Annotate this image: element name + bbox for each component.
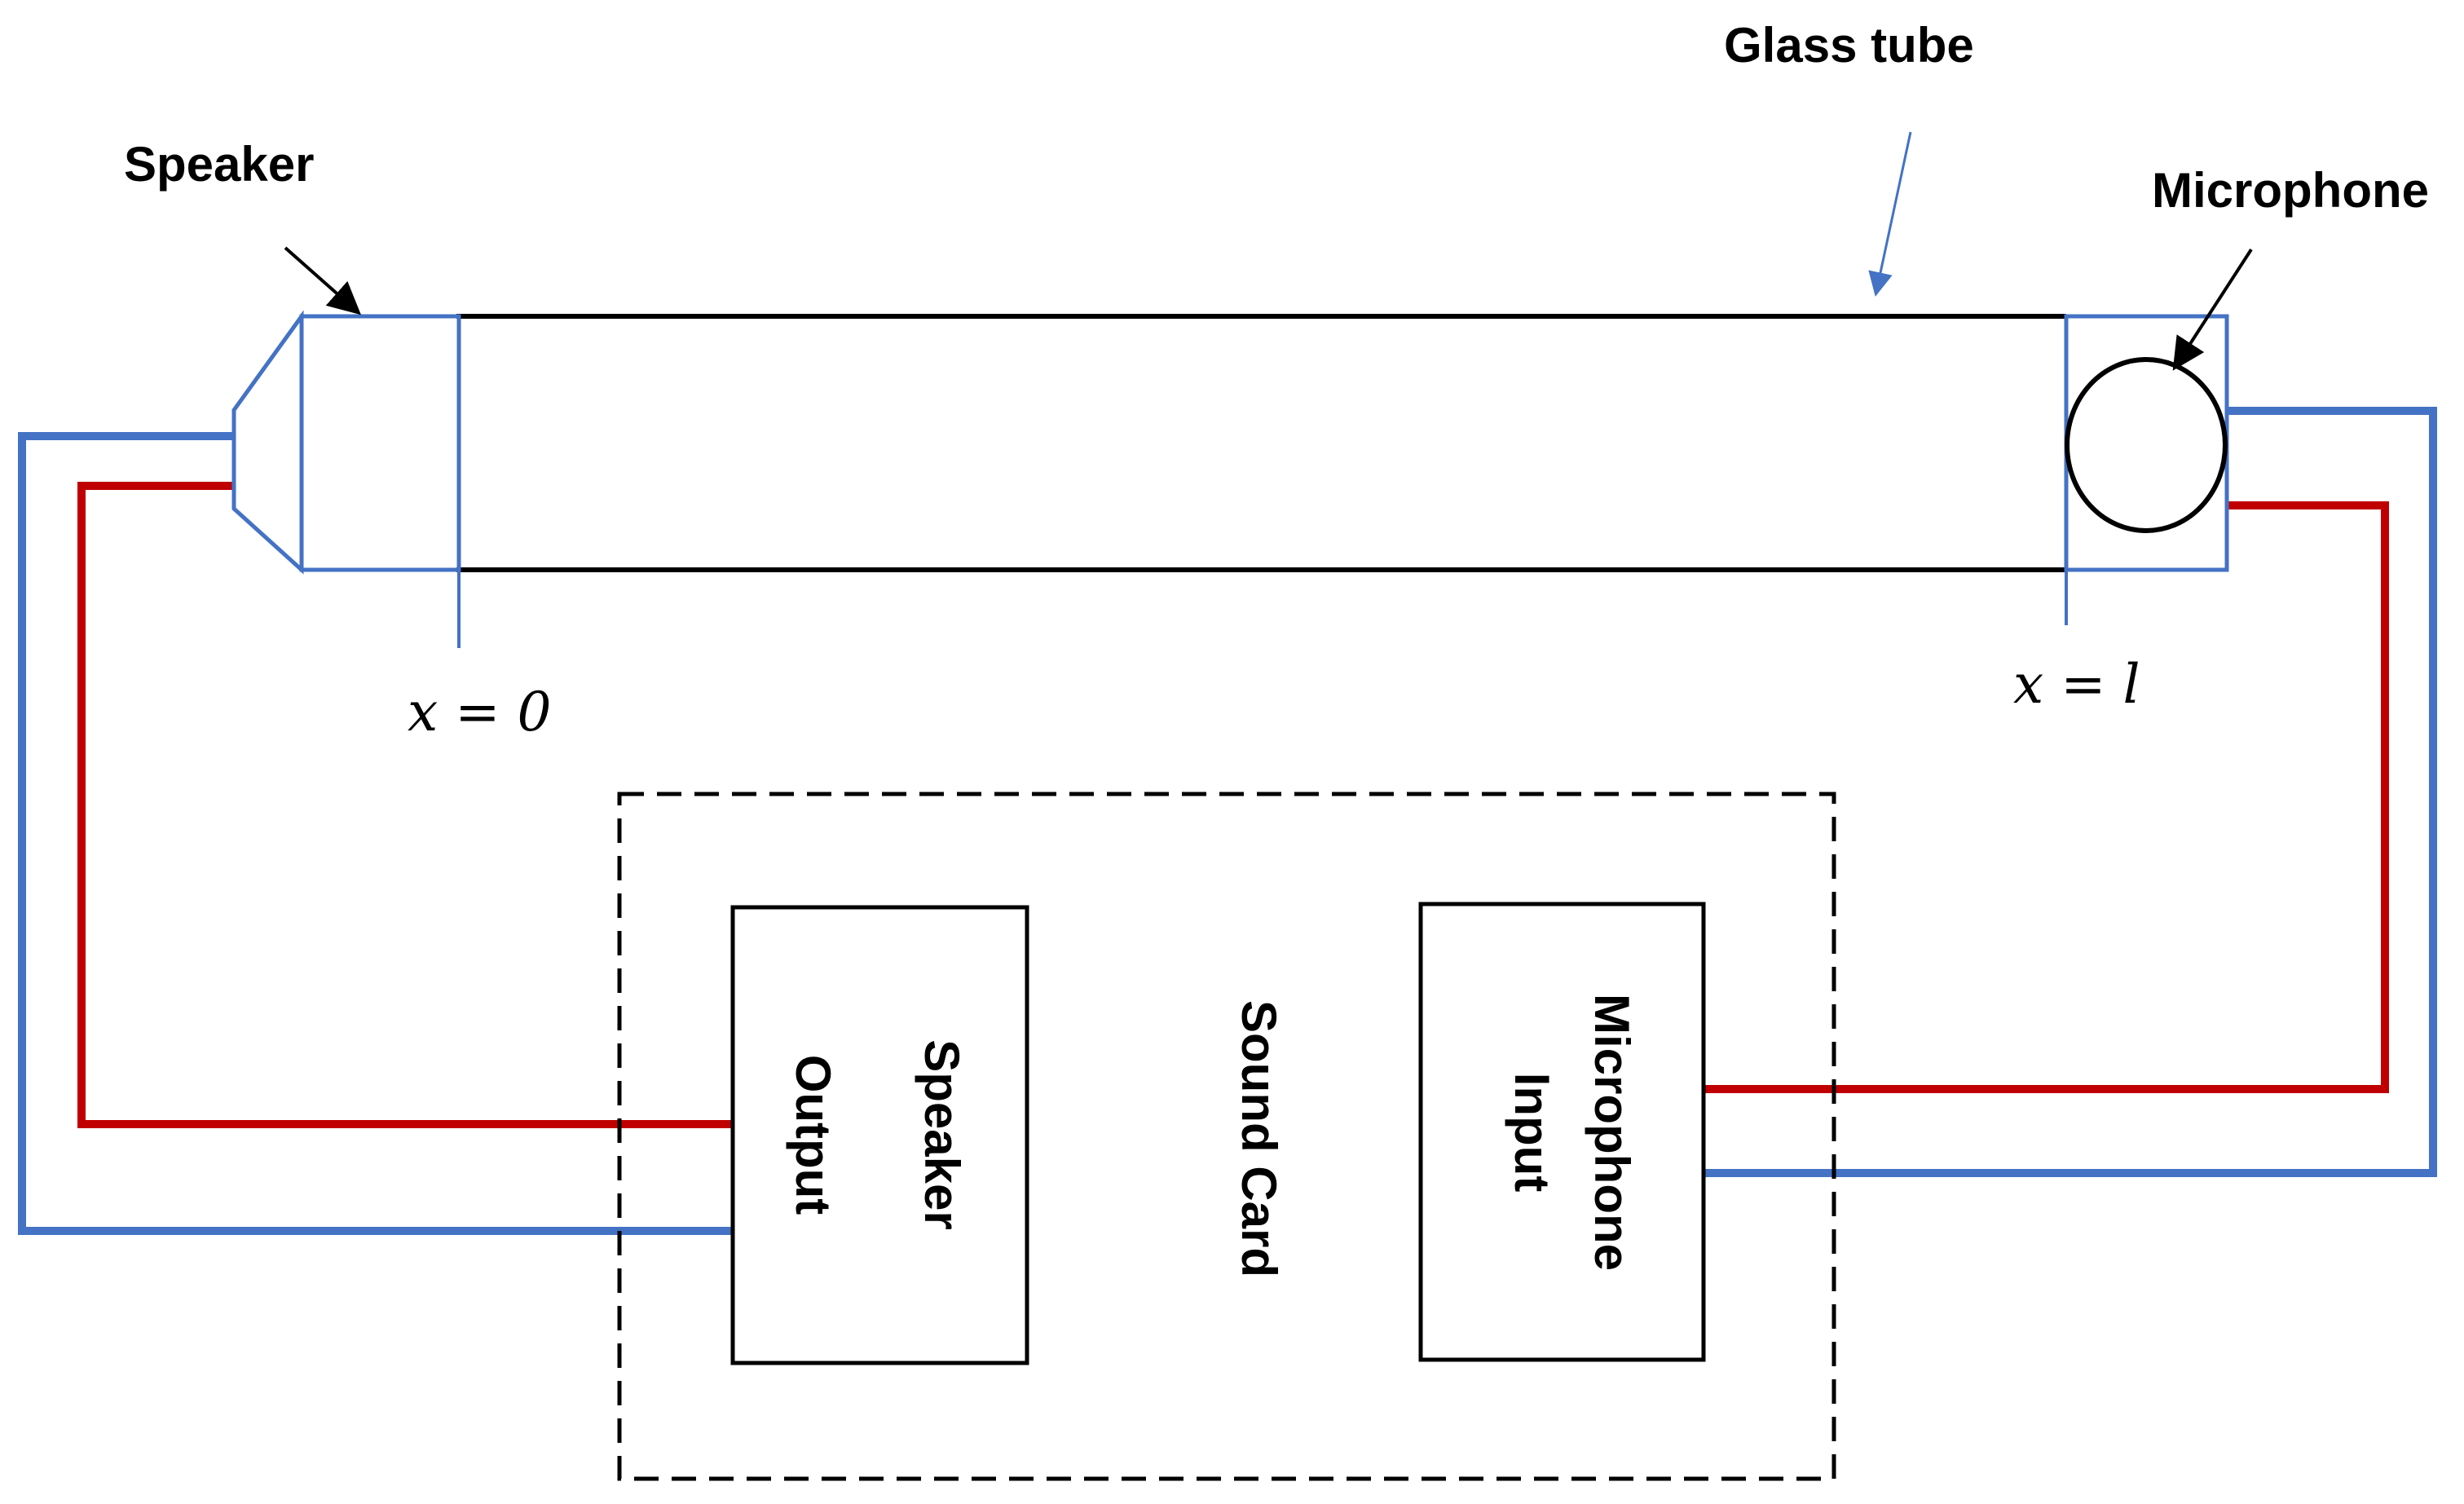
speaker-assembly <box>231 310 461 648</box>
microphone-assembly <box>2064 314 2229 625</box>
xl-label: x = l <box>2013 653 2140 716</box>
glass-tube-label: Glass tube <box>1724 18 1974 73</box>
speaker-housing <box>299 314 461 572</box>
speaker-output-label-line1: Speaker <box>915 1039 969 1230</box>
microphone-input-label-line2: Input <box>1505 1073 1559 1193</box>
glass-tube-pointer-arrow <box>1868 131 1912 297</box>
speaker-blue-wire <box>18 432 731 1235</box>
speaker-output-box <box>730 905 1029 1365</box>
sound-card <box>617 792 1836 1481</box>
speaker-red-wire <box>77 482 731 1128</box>
sound-card-boundary <box>617 792 1836 1481</box>
sound-card-label: Sound Card <box>1232 1000 1286 1277</box>
microphone-input-box <box>1418 902 1706 1362</box>
microphone-input-label-line1: Microphone <box>1585 994 1639 1271</box>
speaker-pointer-arrow <box>284 246 361 315</box>
speaker-cone <box>231 310 304 575</box>
speaker-label: Speaker <box>124 137 315 192</box>
x0-label: x = 0 <box>408 681 551 743</box>
glass-tube <box>456 314 2066 572</box>
microphone-circle <box>2065 357 2228 533</box>
microphone-pointer-arrow <box>2172 248 2253 371</box>
speaker-output-label-line2: Output <box>786 1055 840 1215</box>
wires <box>18 407 2437 1235</box>
microphone-blue-wire <box>1705 407 2437 1177</box>
microphone-red-wire <box>1705 501 2389 1093</box>
microphone-label: Microphone <box>2152 163 2429 218</box>
